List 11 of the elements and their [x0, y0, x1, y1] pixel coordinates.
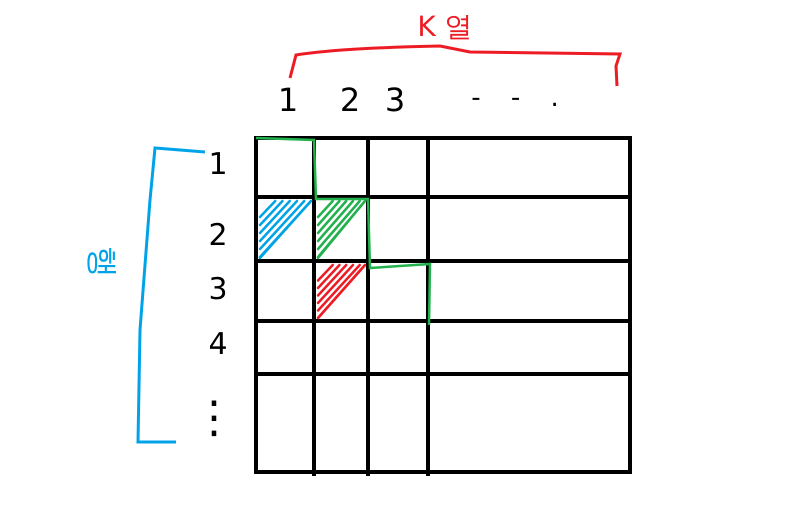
index-number: ⋮	[192, 396, 236, 440]
index-number: 4	[208, 330, 228, 360]
index-number: 1	[278, 84, 298, 116]
axis-label: K 열	[417, 13, 473, 41]
index-number: 3	[208, 275, 228, 305]
index-number: - - .	[471, 85, 559, 111]
index-number: 3	[384, 84, 406, 116]
axis-label: 행	[87, 246, 119, 278]
index-number: 2	[340, 84, 360, 116]
index-number: 2	[208, 221, 228, 251]
index-number: 1	[208, 150, 228, 180]
